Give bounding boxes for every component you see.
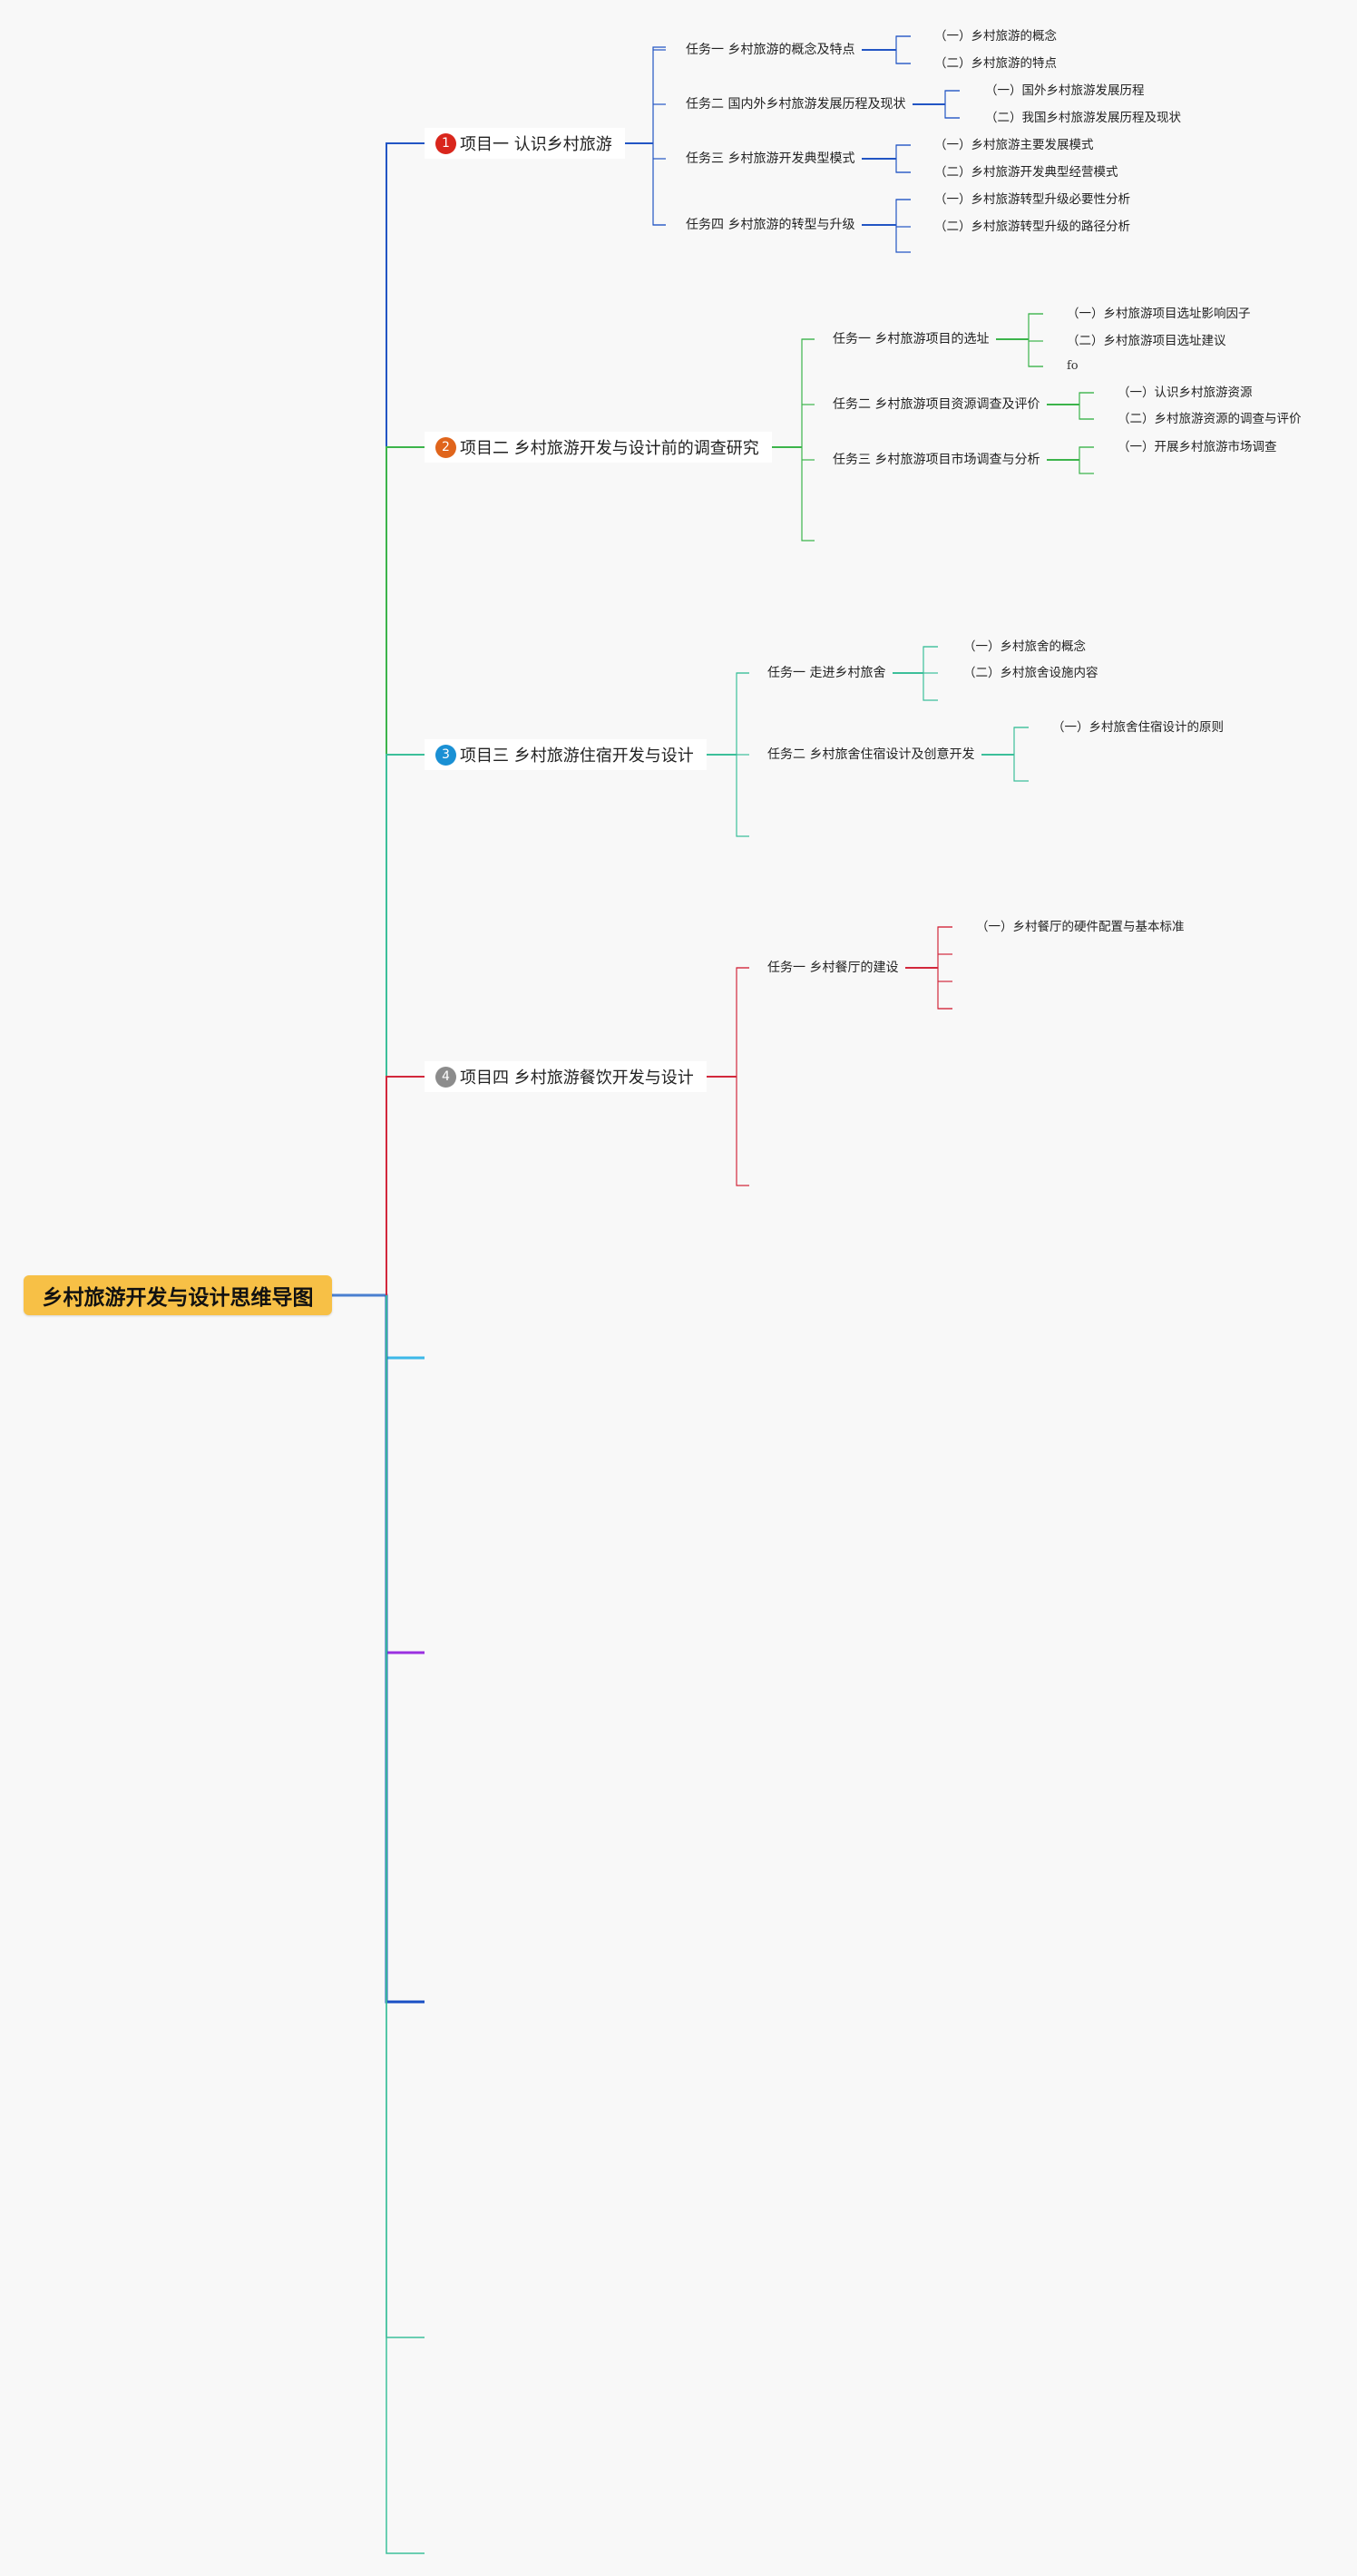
project-label: 项目四 乡村旅游餐饮开发与设计 <box>460 1068 694 1088</box>
root-connector <box>332 1293 388 1306</box>
item-node[interactable]: （二）乡村旅游资源的调查与评价 <box>1118 412 1302 426</box>
project-number-badge: 4 <box>435 1066 456 1088</box>
item-node[interactable]: （二）乡村旅游转型升级的路径分析 <box>934 220 1130 234</box>
project-branch-4 <box>386 1076 425 1295</box>
item-note[interactable]: fo <box>1067 359 1079 373</box>
task-node[interactable]: 任务一 乡村旅游的概念及特点 <box>686 43 855 57</box>
task-node[interactable]: 任务三 乡村旅游项目市场调查与分析 <box>833 453 1040 467</box>
item-node[interactable]: （二）乡村旅游开发典型经营模式 <box>934 165 1118 180</box>
task-bracket <box>652 46 666 226</box>
item-bracket <box>944 90 960 119</box>
project-branch-1 <box>386 142 425 1295</box>
item-bracket <box>1079 446 1094 474</box>
item-node[interactable]: （一）乡村餐厅的硬件配置与基本标准 <box>976 920 1185 934</box>
task-node[interactable]: 任务三 乡村旅游开发典型模式 <box>686 151 855 166</box>
item-node[interactable]: （一）认识乡村旅游资源 <box>1118 385 1253 400</box>
item-node[interactable]: （一）开展乡村旅游市场调查 <box>1118 440 1277 454</box>
project-number-badge: 1 <box>435 132 456 154</box>
empty-branch-3 <box>385 1295 425 2004</box>
task-node[interactable]: 任务二 国内外乡村旅游发展历程及现状 <box>686 97 906 112</box>
task-node[interactable]: 任务二 乡村旅游项目资源调查及评价 <box>833 397 1040 412</box>
item-node[interactable]: （一）乡村旅舍的概念 <box>963 639 1086 654</box>
empty-branch-4 <box>386 1295 425 2338</box>
project-number-badge: 3 <box>435 744 456 766</box>
item-bracket <box>895 35 911 64</box>
item-node[interactable]: （二）乡村旅游的特点 <box>934 56 1057 71</box>
item-node[interactable]: （一）乡村旅游项目选址影响因子 <box>1067 307 1251 321</box>
item-bracket <box>1028 313 1043 367</box>
task-node[interactable]: 任务四 乡村旅游的转型与升级 <box>686 218 855 232</box>
item-node[interactable]: （一）乡村旅游的概念 <box>934 29 1057 44</box>
item-bracket <box>1079 392 1094 420</box>
empty-branch-1 <box>385 1295 425 1360</box>
item-node[interactable]: （二）我国乡村旅游发展历程及现状 <box>985 111 1181 125</box>
empty-branch-5 <box>386 1295 425 2554</box>
project-label: 项目二 乡村旅游开发与设计前的调查研究 <box>460 439 759 458</box>
root-node[interactable]: 乡村旅游开发与设计思维导图 <box>24 1275 332 1315</box>
project-label: 项目一 认识乡村旅游 <box>460 135 612 154</box>
item-bracket <box>1013 727 1029 782</box>
item-node[interactable]: （二）乡村旅舍设施内容 <box>963 666 1098 680</box>
item-node[interactable]: （一）国外乡村旅游发展历程 <box>985 83 1145 98</box>
item-bracket <box>937 926 952 1010</box>
project-branch-3 <box>386 754 425 1295</box>
task-node[interactable]: 任务一 乡村旅游项目的选址 <box>833 332 990 346</box>
project-label: 项目三 乡村旅游住宿开发与设计 <box>460 746 694 766</box>
item-node[interactable]: （二）乡村旅游项目选址建议 <box>1067 334 1226 348</box>
project-number-badge: 2 <box>435 436 456 458</box>
item-node[interactable]: （一）乡村旅游主要发展模式 <box>934 138 1094 152</box>
task-bracket <box>736 967 749 1186</box>
item-bracket <box>895 144 911 173</box>
item-node[interactable]: （一）乡村旅舍住宿设计的原则 <box>1052 720 1224 735</box>
empty-branch-2 <box>385 1295 425 1654</box>
task-node[interactable]: 任务一 乡村餐厅的建设 <box>767 961 899 975</box>
item-node[interactable]: （一）乡村旅游转型升级必要性分析 <box>934 192 1130 207</box>
project-branch-2 <box>386 446 425 1295</box>
task-node[interactable]: 任务二 乡村旅舍住宿设计及创意开发 <box>767 747 975 762</box>
item-bracket <box>895 199 911 253</box>
task-bracket <box>801 338 815 542</box>
task-node[interactable]: 任务一 走进乡村旅舍 <box>767 666 886 680</box>
